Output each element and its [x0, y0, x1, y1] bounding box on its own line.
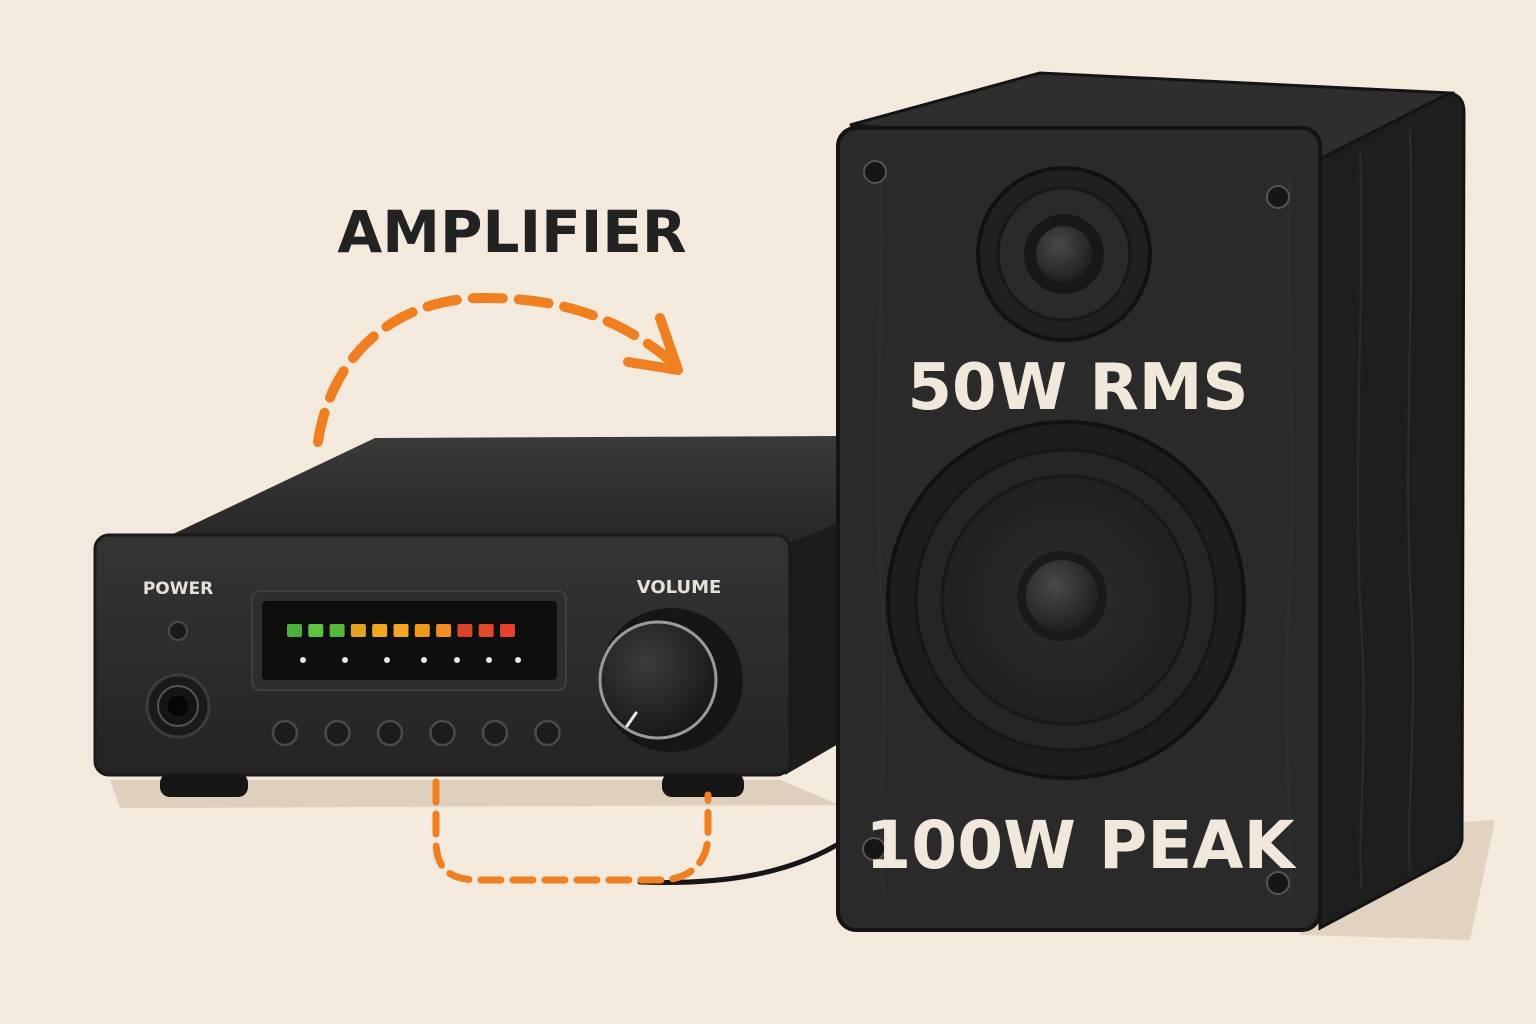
speaker-cable	[637, 837, 848, 885]
meter-segment	[308, 624, 324, 637]
peak-label: 100W PEAK	[865, 807, 1297, 884]
meter-dot	[421, 657, 427, 663]
amplifier-foot-right	[662, 773, 744, 797]
meter-segment	[457, 624, 473, 637]
signal-loop	[432, 778, 712, 884]
headphone-jack-icon[interactable]	[145, 673, 211, 739]
power-label: POWER	[143, 579, 213, 599]
rms-label: 50W RMS	[908, 351, 1249, 425]
front-button[interactable]	[324, 719, 351, 747]
signal-arrow	[313, 292, 683, 447]
front-buttons	[271, 719, 561, 747]
meter-segment	[414, 624, 430, 637]
amplifier-side	[785, 520, 845, 775]
front-button[interactable]	[429, 719, 456, 747]
meter-segment	[372, 624, 388, 637]
volume-knob-indicator	[625, 711, 638, 728]
meter-dot	[384, 657, 390, 663]
front-button[interactable]	[376, 719, 404, 747]
amplifier-foot-left	[160, 773, 248, 797]
front-button[interactable]	[481, 719, 509, 747]
power-led[interactable]	[168, 621, 188, 641]
speaker-side	[1316, 91, 1466, 931]
front-button[interactable]	[271, 719, 299, 747]
meter-dot	[486, 657, 492, 663]
meter-segment	[436, 624, 452, 637]
volume-knob[interactable]	[598, 608, 743, 752]
speaker-screws	[862, 160, 1290, 895]
front-button[interactable]	[534, 719, 561, 747]
meter-dot	[342, 657, 348, 663]
meter-segment	[393, 624, 409, 637]
speaker: 50W RMS 100W PEAK	[836, 71, 1466, 932]
meter-segment	[287, 624, 302, 637]
amplifier-top	[150, 436, 845, 545]
tweeter	[976, 166, 1152, 342]
meter-segment	[329, 624, 345, 637]
meter-dot	[454, 657, 460, 663]
level-meter-display	[251, 590, 567, 691]
meter-dot	[300, 657, 306, 663]
meter-dot	[515, 657, 521, 663]
amplifier-title: AMPLIFIER	[337, 198, 686, 266]
meter-segment	[478, 624, 494, 637]
volume-label: VOLUME	[637, 577, 722, 598]
meter-segment	[500, 624, 515, 637]
woofer	[886, 420, 1246, 780]
amplifier: POWER VOLUME	[93, 436, 845, 797]
meter-segment	[350, 624, 366, 637]
arrow-head-icon	[623, 313, 683, 375]
